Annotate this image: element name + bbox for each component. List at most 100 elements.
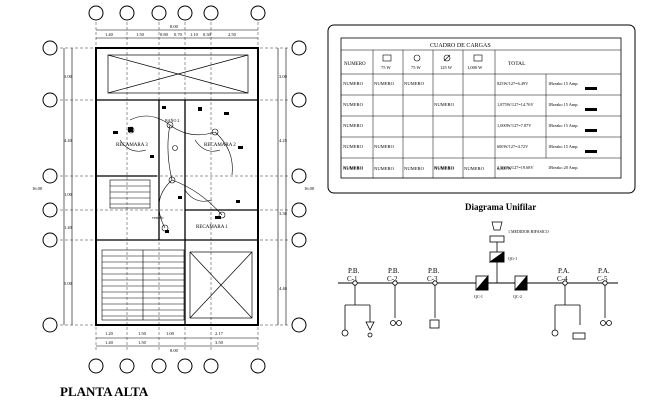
table-cell: NUMERO [434,102,455,107]
load-table: CUADRO DE CARGAS NUMERO 75 W 75 W 125 W … [344,43,526,71]
dim-right-3: 3.30 [279,211,288,216]
plan-labels: RECAMARA 3 RECAMARA 2 RECAMARA 1 BAÑO 2 … [116,118,236,230]
light-outlets [127,121,226,232]
dim-top-4: 0.70 [174,32,183,37]
dim-top-1: 1.40 [105,32,114,37]
room-label-recamara-2: RECAMARA 2 [204,143,236,148]
dim-top-7: 2.50 [228,32,237,37]
load-table-frame [327,24,636,194]
table-header-4: 1,000 W [467,65,483,71]
table-cell: 1Breako 20 Amp. [548,165,578,170]
circuit-2-id: C-2 [387,275,398,283]
grid-bubbles-top [88,5,266,21]
table-cell: 1Breako 15 Amp. [548,123,578,128]
dim-bottom-7: 3.50 [215,340,224,345]
table-header-0: NUMERO [344,62,366,67]
dim-bottom-total: 8.00 [170,348,179,353]
grid-bubbles-right [291,40,307,333]
dim-bottom-2: 1.50 [138,331,147,336]
dim-bottom-6: 1.50 [138,340,147,345]
dim-left-3: 1.00 [64,192,73,197]
grid-bubbles-bottom [88,358,266,374]
table-cell: NUMERO [343,102,364,107]
table-cell: NUMERO [374,166,395,171]
plan-title: PLANTA ALTA [60,384,149,399]
table-cell: NUMERO [343,81,364,86]
dim-top-2: 1.50 [136,32,145,37]
table-cell: NUMERO [374,81,395,86]
table-cell: NUMERO [343,165,364,170]
table-body: NUMERO NUMERO NUMERO 825W/127=6.49V 1Breako … [343,81,578,172]
table-cell: NUMERO [434,165,455,170]
dim-bottom-4: 2.17 [215,331,224,336]
circuit-4-panel: P.A. [558,267,570,275]
circuit-3-panel: P.B. [428,267,440,275]
meter-label: 1 MEDIDOR BIFASICO [508,229,549,234]
exterior-walls [95,47,259,326]
circuit-5-id: C-5 [597,275,608,283]
dim-top-6: 0.30 [203,32,212,37]
table-cell: 825W/127=6.49V [497,81,529,86]
table-cell: NUMERO [404,81,425,86]
staircase [101,179,185,321]
dim-bottom-5: 1.40 [105,340,114,345]
void-top [107,54,249,94]
circuit-5-panel: P.A. [598,267,610,275]
circuit-1-id: C-1 [347,275,358,283]
table-cell: NUMERO [343,166,364,171]
table-title: CUADRO DE CARGAS [430,43,491,49]
dim-right-1: 3.00 [279,74,288,79]
dim-bottom-3: 1.00 [166,331,175,336]
unifilar-diagram [338,221,618,340]
circuit-4-id: C-4 [557,275,568,283]
circuit-2-panel: P.B. [388,267,400,275]
room-label-recamara-3: RECAMARA 3 [116,143,148,148]
table-cell: 1,000W/127=7.87V [497,123,532,129]
dim-left-2: 4.40 [64,138,73,143]
table-cell: 6,800 W [497,166,513,172]
dim-top-3: 0.80 [160,32,169,37]
dim-right-2: 4.25 [279,138,288,143]
dim-left-5: 5.00 [64,281,73,286]
room-label-recamara-1: RECAMARA 1 [196,225,228,230]
qg-label: QG-1 [508,256,517,261]
table-header-5: TOTAL [508,61,526,67]
room-label-bano-2: BAÑO 2 [165,118,179,123]
table-cell: NUMERO [343,144,364,149]
dim-left-4: 1.40 [64,225,73,230]
table-cell: NUMERO [464,166,485,171]
table-cell: 1Breako 15 Amp. [548,81,578,86]
dim-right-total: 16.00 [304,186,315,191]
unifilar-labels: 1 MEDIDOR BIFASICO QG-1 QC-1 QC-2 P.B. C… [347,229,610,299]
qc1-label: QC-1 [474,294,483,299]
table-cell: NUMERO [404,166,425,171]
table-cell: NUMERO [434,166,455,171]
room-label-vestido: vestido [152,215,164,220]
table-cell: 1Breako 15 Amp. [548,144,578,149]
fixtures [113,106,243,233]
dim-right-4: 4.40 [279,286,288,291]
wiring [119,115,233,229]
table-header-2: 75 W [411,65,422,70]
table-cell: 600W/127=4.72V [497,144,529,149]
dim-top-total: 8.00 [170,24,179,29]
dim-bottom-1: 1.20 [105,331,114,336]
circuit-3-id: C-3 [427,275,438,283]
circuit-1-panel: P.B. [348,267,360,275]
void-bottom [189,251,253,319]
table-cell: NUMERO [343,123,364,128]
qc2-label: QC-2 [513,294,522,299]
table-header-3: 125 W [440,65,453,70]
dim-top-5: 1.10 [190,32,199,37]
table-cell: 1Breako 15 Amp. [548,102,578,107]
grid-axes [60,22,290,350]
table-cell: 1,875W/127=14.76V [497,102,534,108]
dim-left-1: 3.00 [64,74,73,79]
table-cell: 2,500W/127=19.68V [497,165,534,171]
table-cell: NUMERO [374,144,395,149]
dimension-lines [63,29,287,347]
interior-walls [96,99,258,325]
dim-left-total: 16.00 [32,186,43,191]
dimension-texts: 8.00 1.40 1.50 0.80 0.70 1.10 0.30 2.50 … [32,24,315,353]
